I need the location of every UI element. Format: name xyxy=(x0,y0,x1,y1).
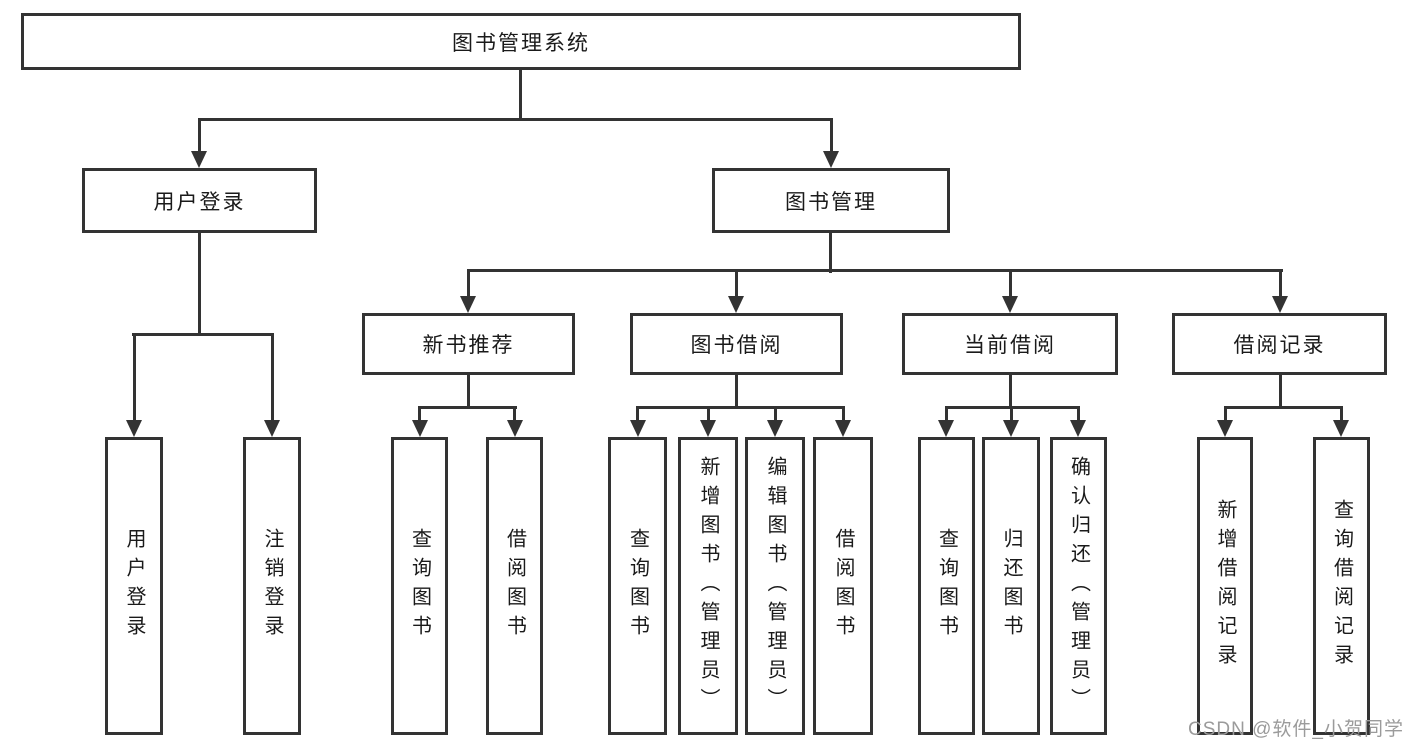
connector-line xyxy=(1279,269,1282,299)
arrow-down-icon xyxy=(700,420,716,437)
connector-line xyxy=(636,406,639,422)
arrow-down-icon xyxy=(823,151,839,168)
connector-line xyxy=(945,406,948,422)
arrow-down-icon xyxy=(938,420,954,437)
leaf-confirm-return-admin: 确认归还（管理员） xyxy=(1050,437,1107,735)
arrow-down-icon xyxy=(412,420,428,437)
connector-line xyxy=(467,269,1283,272)
node-library-system: 图书管理系统 xyxy=(21,13,1021,70)
connector-line xyxy=(830,118,833,154)
leaf-borrow-book: 借阅图书 xyxy=(813,437,873,735)
connector-line xyxy=(735,269,738,299)
connector-line xyxy=(467,375,470,409)
arrow-down-icon xyxy=(1217,420,1233,437)
connector-line xyxy=(735,375,738,409)
leaf-query-borrow-record: 查询借阅记录 xyxy=(1313,437,1370,735)
connector-line xyxy=(467,269,470,299)
arrow-down-icon xyxy=(1003,420,1019,437)
connector-line xyxy=(1340,406,1343,422)
arrow-down-icon xyxy=(630,420,646,437)
node-borrow-record: 借阅记录 xyxy=(1172,313,1387,375)
leaf-query-book-borrow: 查询图书 xyxy=(608,437,667,735)
arrow-down-icon xyxy=(1272,296,1288,313)
csdn-watermark: CSDN @软件_小贺同学 xyxy=(1188,719,1404,740)
leaf-query-book-newbook: 查询图书 xyxy=(391,437,448,735)
arrow-down-icon xyxy=(126,420,142,437)
arrow-down-icon xyxy=(1002,296,1018,313)
connector-line xyxy=(829,233,832,273)
leaf-edit-book-admin: 编辑图书（管理员） xyxy=(745,437,805,735)
leaf-user-login: 用户登录 xyxy=(105,437,163,735)
arrow-down-icon xyxy=(767,420,783,437)
connector-line xyxy=(636,406,845,409)
node-new-book-recommend: 新书推荐 xyxy=(362,313,575,375)
leaf-return-book: 归还图书 xyxy=(982,437,1040,735)
connector-line xyxy=(1009,269,1012,299)
connector-line xyxy=(418,406,421,422)
connector-line xyxy=(132,333,274,336)
connector-line xyxy=(1010,406,1013,422)
connector-line xyxy=(1009,375,1012,409)
connector-line xyxy=(519,70,522,121)
arrow-down-icon xyxy=(835,420,851,437)
arrow-down-icon xyxy=(191,151,207,168)
connector-line xyxy=(418,406,517,409)
connector-line xyxy=(271,333,274,422)
connector-line xyxy=(133,333,136,422)
connector-line xyxy=(1077,406,1080,422)
connector-line xyxy=(842,406,845,422)
leaf-add-book-admin: 新增图书（管理员） xyxy=(678,437,738,735)
arrow-down-icon xyxy=(728,296,744,313)
arrow-down-icon xyxy=(264,420,280,437)
leaf-logout-login: 注销登录 xyxy=(243,437,301,735)
leaf-borrow-book-newbook: 借阅图书 xyxy=(486,437,543,735)
arrow-down-icon xyxy=(1070,420,1086,437)
arrow-down-icon xyxy=(507,420,523,437)
connector-line xyxy=(198,118,201,154)
node-book-borrow: 图书借阅 xyxy=(630,313,843,375)
arrow-down-icon xyxy=(460,296,476,313)
connector-line xyxy=(198,233,201,336)
leaf-add-borrow-record: 新增借阅记录 xyxy=(1197,437,1253,735)
leaf-query-book-current: 查询图书 xyxy=(918,437,975,735)
node-book-management: 图书管理 xyxy=(712,168,950,233)
connector-line xyxy=(198,118,833,121)
connector-line xyxy=(774,406,777,422)
connector-line xyxy=(513,406,516,422)
connector-line xyxy=(707,406,710,422)
arrow-down-icon xyxy=(1333,420,1349,437)
connector-line xyxy=(1224,406,1227,422)
connector-line xyxy=(1224,406,1343,409)
node-current-borrow: 当前借阅 xyxy=(902,313,1118,375)
connector-line xyxy=(1279,375,1282,409)
node-user-login: 用户登录 xyxy=(82,168,317,233)
